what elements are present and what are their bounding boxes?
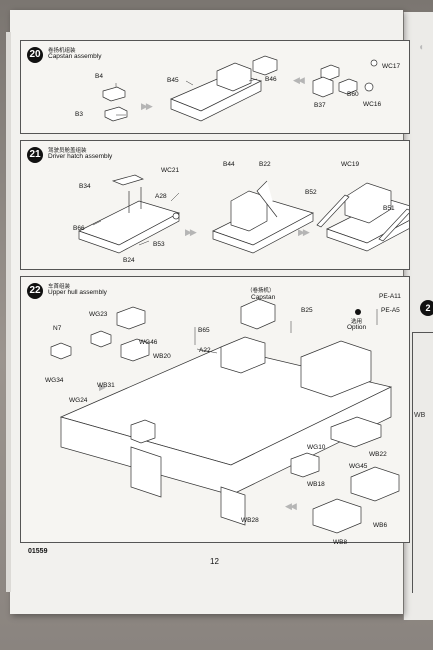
step-20-arrow-2: ◀◀ [293,75,305,85]
step-20-arrow-1: ▶▶ [141,101,153,111]
part-label: B25 [301,307,313,314]
part-label: WB20 [153,353,171,360]
option-label-cn: 选用 [351,319,363,325]
part-label: WG45 [349,463,368,470]
part-label: B44 [223,161,235,168]
part-label: WG24 [69,397,88,404]
part-label: WG23 [89,311,108,318]
step-22-arrow-2: ◀◀ [285,501,297,511]
option-marker-icon [355,309,361,315]
step-20-panel: 20 卷扬机组装 Capstan assembly ▶▶ ◀◀ B4 B3 B4… [20,40,410,134]
page-number: 12 [210,557,219,566]
adjacent-page-mark: ◖ [418,42,425,53]
part-label: B66 [73,225,85,232]
catalog-number: 01559 [28,548,48,555]
step-22-number: 22 [27,283,43,299]
part-label: WC16 [363,101,382,108]
capstan-label-cn: （卷扬机） [247,288,275,294]
page-binding-edge [6,32,11,592]
adjacent-part-label: WB [414,412,426,419]
step-20-number: 20 [27,47,43,63]
adjacent-panel-border [412,332,433,593]
part-label: PE-A5 [381,307,400,314]
part-label: B46 [265,76,277,83]
step-22-arrow-1: ▶ [99,382,106,392]
part-label: B51 [383,205,395,212]
step-22-title-en: Upper hull assembly [48,289,107,296]
part-label: A28 [155,193,167,200]
capstan-label-en: Capstan [251,294,276,301]
adjacent-step-number: 2 [420,300,433,316]
part-label: WC19 [341,161,360,168]
part-label: B4 [95,73,103,80]
part-label: WB28 [241,517,259,524]
part-label: WG34 [45,377,64,384]
step-20-drawing [102,55,378,122]
step-22-panel: 22 车首组装 Upper hull assembly [20,276,410,546]
step-21-drawing [78,174,409,254]
part-label: N7 [53,325,62,332]
part-label: B45 [167,77,179,84]
step-21-arrow-2: ▶▶ [298,227,310,237]
step-21-arrow-1: ▶▶ [185,227,197,237]
part-label: B53 [153,241,165,248]
part-label: WB22 [369,451,387,458]
part-label: WB8 [333,539,348,546]
part-label: B52 [305,189,317,196]
step-20-title-en: Capstan assembly [48,53,102,60]
step-22-drawing [50,298,400,534]
step-21-panel: 21 驾驶员舱盖组装 Driver hatch assembly ▶▶ ▶▶ [20,140,410,270]
part-label: A22 [199,347,211,354]
part-label: WG46 [139,339,158,346]
part-label: B37 [314,102,326,109]
part-label: PE-A11 [379,293,401,300]
part-label: WG10 [307,444,326,451]
part-label: B60 [347,91,359,98]
part-label: B3 [75,111,83,118]
step-21-title-en: Driver hatch assembly [48,153,113,160]
step-21-number: 21 [27,147,43,163]
part-label: WB6 [373,522,388,529]
part-label: WC17 [382,63,401,70]
part-label: B34 [79,183,91,190]
step-20-title-cn: 卷扬机组装 [48,48,76,54]
part-label: WC21 [161,167,180,174]
part-label: B65 [198,327,210,334]
part-label: B24 [123,257,135,264]
part-label: B22 [259,161,271,168]
step-22-title-cn: 车首组装 [48,284,71,290]
part-label: WB18 [307,481,325,488]
option-label-en: Option [347,324,367,331]
part-label: WB31 [97,382,115,389]
step-21-title-cn: 驾驶员舱盖组装 [48,148,87,154]
